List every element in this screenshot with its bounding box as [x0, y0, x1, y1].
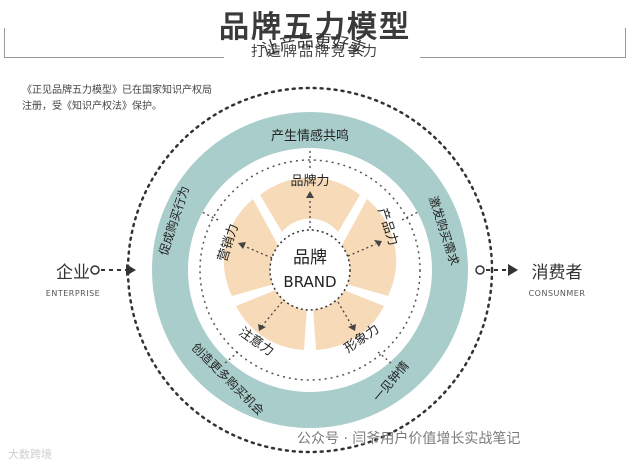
center-circle — [269, 229, 351, 311]
arrow-to-marketing — [243, 245, 273, 259]
diagram-subtitle: 打造牌品牌竞争力 — [251, 44, 379, 60]
outer-arrows — [201, 148, 419, 365]
copyright-note: 《正见品牌五力模型》已在国家知识产权局注册，受《知识产权法》保护。 — [22, 85, 212, 112]
consumer-block: 消费者 CONSUNMER — [512, 258, 602, 298]
header-right-bracket — [625, 28, 626, 58]
center-arrows — [243, 196, 377, 327]
consumer-node — [475, 265, 485, 275]
petal-bottom-left — [236, 290, 307, 350]
header-right-rule — [420, 57, 626, 58]
inner-dotted-circle — [199, 159, 421, 381]
arrow-to-love — [377, 351, 393, 365]
arrow-to-product — [347, 243, 377, 257]
enterprise-node — [90, 265, 100, 275]
enterprise-arrowhead — [126, 264, 136, 276]
arrow-to-attention — [261, 301, 283, 327]
petal-left — [223, 199, 279, 296]
watermark-right: 公众号 · 闫爷用户价值增长实战笔记 — [297, 431, 521, 447]
force-brand: 品牌力 — [290, 173, 329, 189]
top-arc-label-path: 让产品更好卖 — [259, 31, 368, 60]
outer-label-emotional: 产生情感共鸣 — [271, 128, 349, 144]
center-label-en: BRAND — [283, 273, 336, 291]
header-left-rule — [4, 57, 224, 58]
petal-top — [260, 177, 360, 232]
enterprise-label-en: ENTERPRISE — [45, 289, 101, 298]
header-left-bracket — [4, 28, 5, 58]
enterprise-block: 企业 ENTERPRISE — [38, 258, 108, 298]
consumer-label-en: CONSUNMER — [528, 289, 586, 298]
top-arc-label: 让产品更好卖 — [259, 31, 368, 60]
center-label-zh: 品牌 — [293, 248, 327, 268]
enterprise-label: 企业 — [56, 263, 90, 283]
diagram-title: 品牌五力模型 — [219, 10, 411, 45]
center-arrowheads — [238, 191, 382, 331]
arrow-to-opportunities — [223, 351, 239, 365]
watermark-left: 大数跨境 — [8, 448, 52, 461]
consumer-arrowhead — [508, 264, 518, 276]
consumer-label: 消费者 — [531, 263, 583, 283]
petal-right — [341, 199, 397, 296]
outer-dotted-circle — [126, 86, 494, 454]
